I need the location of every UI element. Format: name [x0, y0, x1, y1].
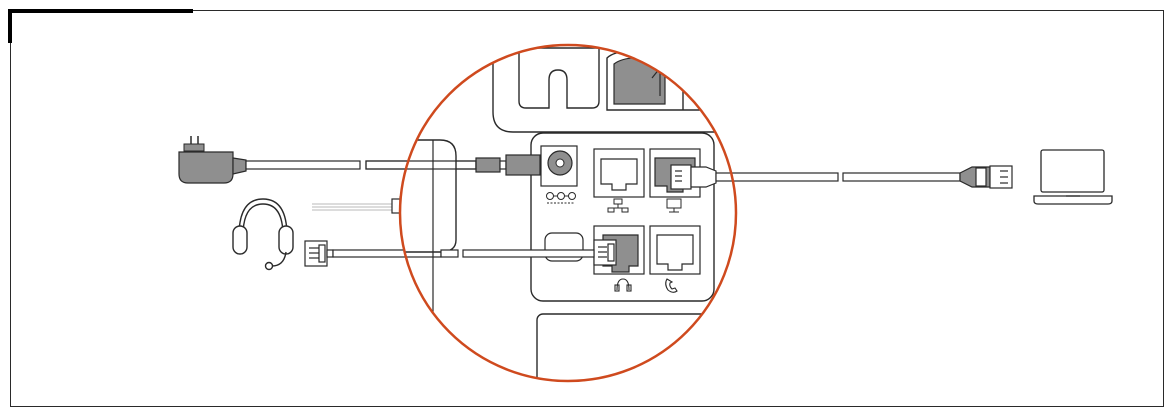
ethernet-plug-laptop: [959, 165, 1013, 189]
network-icon: [607, 198, 629, 213]
network-port: [593, 148, 645, 198]
monitor-icon: [666, 198, 682, 213]
ethernet-plug-pc: [670, 164, 717, 190]
outer-frame: [10, 10, 1164, 407]
power-plug-icon: [178, 136, 247, 184]
corner-mark: [8, 9, 193, 43]
usb-cable: [312, 203, 392, 211]
phone-base-icon: [400, 45, 736, 381]
headset-rj9-plug: [304, 240, 334, 267]
power-cable-inner: [365, 160, 477, 170]
headset-cable-inner: [440, 249, 595, 258]
headset-port-icon: [614, 278, 632, 292]
headset-rj9-plug-inserted: [593, 239, 617, 266]
handset-port: [649, 225, 701, 275]
power-dc-plug: [475, 154, 541, 176]
dc-power-symbol-icon: [546, 192, 576, 204]
handset-icon: [665, 278, 678, 293]
laptop-icon: [1033, 149, 1113, 205]
highlight-circle: [398, 43, 738, 383]
dc-power-port: [540, 145, 578, 187]
ethernet-cable: [715, 172, 961, 182]
headset-icon: [232, 198, 294, 271]
